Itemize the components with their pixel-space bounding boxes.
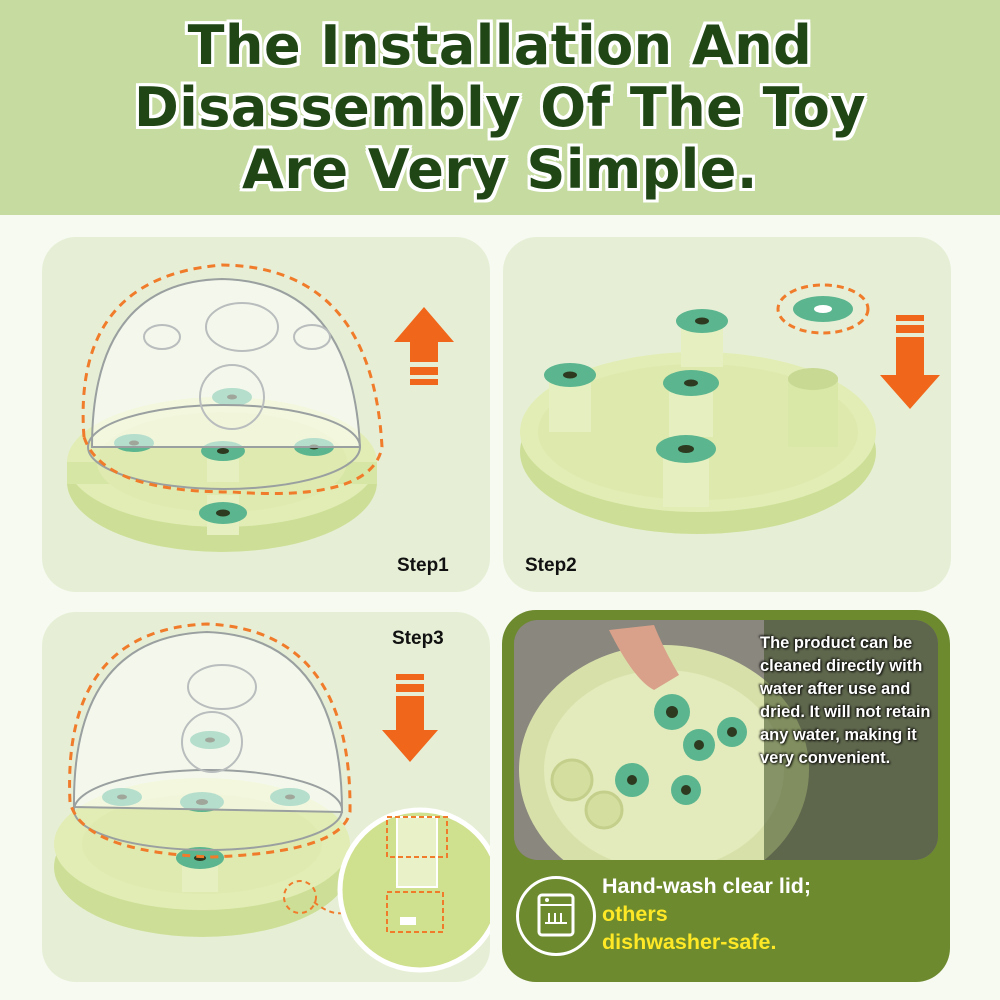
cleaning-panel: The product can be cleaned directly with…: [502, 610, 950, 982]
washing-photo: [514, 620, 938, 860]
step1-illustration: [67, 263, 454, 552]
arrow-down-icon: [382, 674, 438, 762]
cleaning-description: The product can be cleaned directly with…: [760, 634, 931, 767]
title-line-1: The Installation And: [187, 13, 813, 77]
step3-panel: Step3: [42, 612, 490, 982]
title-line-3: Are Very Simple.: [242, 137, 758, 201]
step1-label: Step1: [397, 555, 449, 576]
page-header: The Installation And Disassembly Of The …: [0, 0, 1000, 215]
arrow-up-icon: [394, 307, 454, 385]
step2-label: Step2: [525, 555, 577, 576]
step2-illustration: [520, 283, 940, 534]
step1-panel: Step1: [42, 237, 490, 592]
title-line-2: Disassembly Of The Toy: [133, 75, 867, 139]
dishwasher-icon: [516, 876, 596, 956]
step3-illustration: [54, 622, 490, 973]
step3-label: Step3: [392, 628, 444, 649]
step2-panel: Step2: [503, 237, 951, 592]
others-text: others: [602, 902, 668, 926]
dishwasher-safe-text: dishwasher-safe.: [602, 930, 777, 954]
dishwasher-note: Hand-wash clear lid; others dishwasher-s…: [602, 872, 942, 956]
hand-wash-text: Hand-wash clear lid;: [602, 874, 812, 898]
arrow-down-icon: [880, 315, 940, 409]
sink-illustration: [514, 620, 938, 860]
